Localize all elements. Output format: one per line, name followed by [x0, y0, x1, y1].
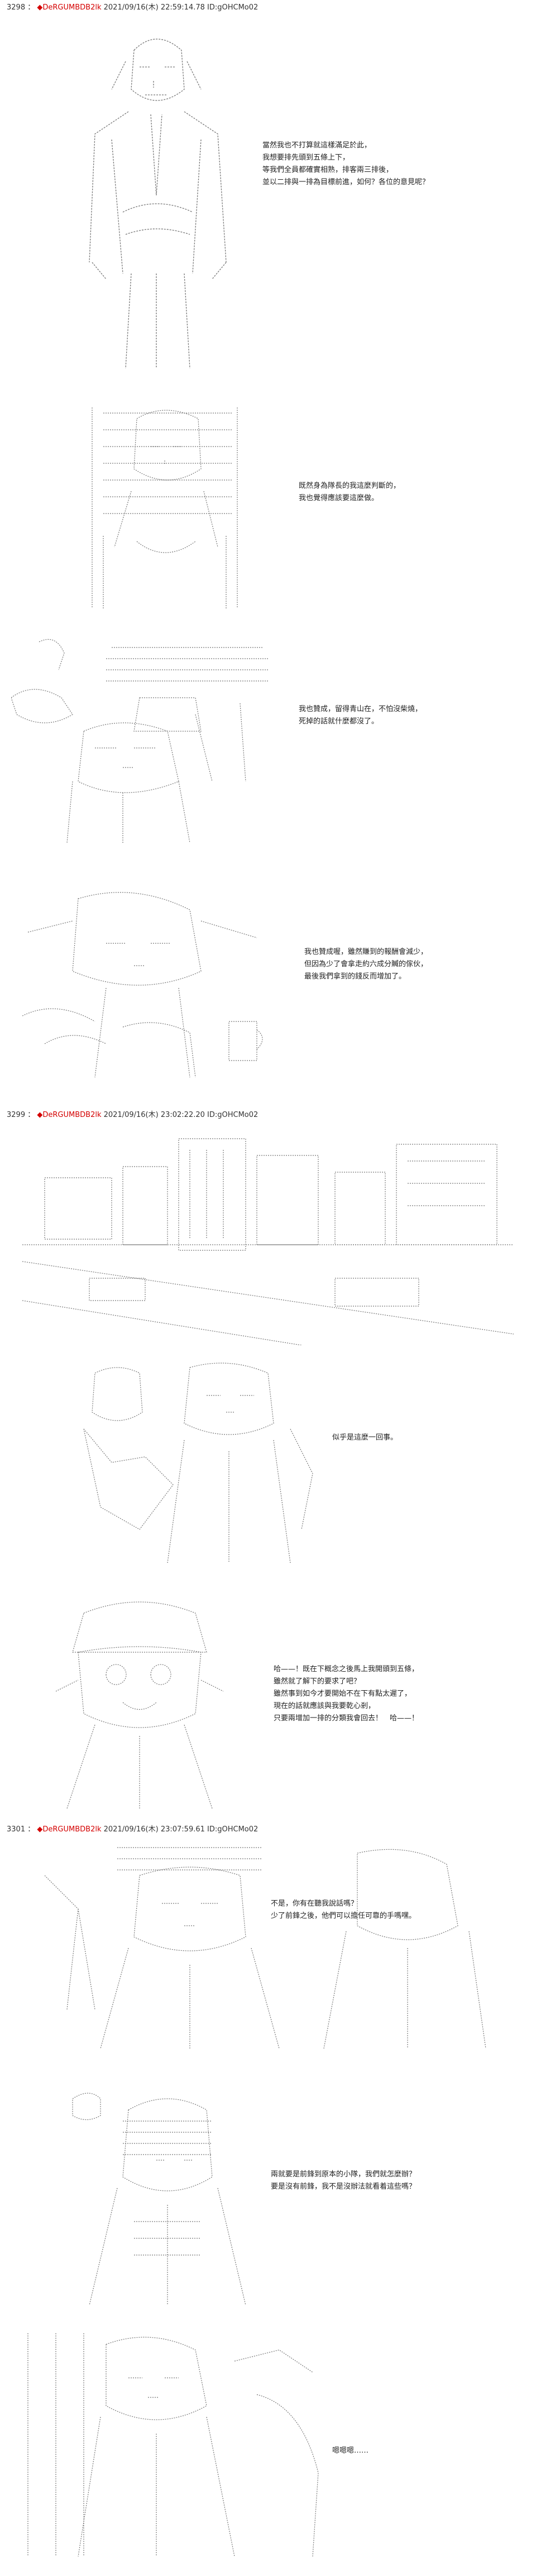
- post-meta: 2021/09/16(木) 23:07:59.61 ID:gOHCMo02: [103, 1825, 259, 1834]
- post-meta: 2021/09/16(木) 22:59:14.78 ID:gOHCMo02: [103, 3, 259, 12]
- dialogue-line: 只要兩增加一排的分類我會回去！ 哈——！: [274, 1714, 419, 1723]
- dialogue-line: 我想要排先頭到五條上下，: [262, 153, 350, 162]
- panel: 兩就要是前鋒到原本的小隊，我們就怎麼辦？ 要是沒有前鋒，我不是沒辦法就看着這些嗎…: [0, 2065, 536, 2316]
- dialogue-line: 哈——！既在下概念之後馬上我開頭到五條，: [274, 1665, 419, 1673]
- panel: 似乎是這麼一回事。: [0, 1356, 536, 1574]
- dialogue-line: 雖然就了解下的要求了吧？: [274, 1677, 361, 1686]
- dialogue: 不是，你有在聽我說話嗎？ 少了前鋒之後，他們可以擔任可靠的手嗎嘿。: [271, 1898, 416, 1922]
- ascii-art-two-characters: [45, 1842, 491, 2054]
- panel: 當然我也不打算就這樣滿足於此， 我想要排先頭到五條上下， 等我們全員都確實相熟，…: [0, 22, 536, 380]
- dialogue-line: 嗯嗯嗯……: [332, 2447, 369, 2455]
- ascii-art-character-with-mug: [11, 888, 279, 1088]
- dialogue: 我也贊成，留得青山在，不怕沒柴燒， 死掉的話就什麼都沒了。: [299, 703, 422, 728]
- dialogue-line: 雖然事到如今才要開始不在下有點太遲了，: [274, 1690, 412, 1698]
- panel: [0, 1128, 536, 1351]
- panel: 嗯嗯嗯……: [0, 2322, 536, 2568]
- dialogue: 當然我也不打算就這樣滿足於此， 我想要排先頭到五條上下， 等我們全員都確實相熟，…: [262, 140, 429, 189]
- panel: 不是，你有在聽我說話嗎？ 少了前鋒之後，他們可以擔任可靠的手嗎嘿。: [0, 1839, 536, 2057]
- dialogue-line: 不是，你有在聽我說話嗎？: [271, 1899, 358, 1908]
- dialogue-line: 似乎是這麼一回事。: [332, 1433, 398, 1442]
- panel: 我也贊成，留得青山在，不怕沒柴燒， 死掉的話就什麼都沒了。: [0, 625, 536, 848]
- dialogue: 嗯嗯嗯……: [332, 2445, 368, 2457]
- dialogue-line: 現在的話就應該與我要乾心剎，: [274, 1702, 376, 1710]
- post-header: 3299 ： ◆DeRGUMBDB2lk 2021/09/16(木) 23:02…: [7, 1111, 259, 1119]
- trip-diamond-icon: ◆: [37, 1825, 43, 1834]
- dialogue-line: 我也覺得應該要這麼做。: [299, 494, 379, 502]
- ascii-art-standing-man: [73, 28, 240, 374]
- dialogue: 兩就要是前鋒到原本的小隊，我們就怎麼辦？ 要是沒有前鋒，我不是沒辦法就看着這些嗎…: [271, 2169, 416, 2193]
- ascii-art-corner-figure: [22, 2328, 324, 2562]
- ascii-art-excited-character: [45, 1596, 234, 1814]
- dialogue-line: 最後我們拿到的錢反而增加了。: [304, 972, 406, 981]
- dialogue-line: 要是沒有前鋒，我不是沒辦法就看着這些嗎？: [271, 2182, 417, 2191]
- dialogue-line: 並以二排與一排為目標前進，如何？各位的意見呢？: [262, 178, 430, 186]
- post-meta: 2021/09/16(木) 23:02:22.20 ID:gOHCMo02: [103, 1111, 259, 1119]
- post-header: 3298 ： ◆DeRGUMBDB2lk 2021/09/16(木) 22:59…: [7, 3, 259, 12]
- trip-diamond-icon: ◆: [37, 3, 43, 12]
- post-number: 3301: [7, 1825, 26, 1834]
- ascii-art-city-skyline: [22, 1133, 514, 1345]
- dialogue-line: 死掉的話就什麼都沒了。: [299, 717, 379, 726]
- poster-name[interactable]: DeRGUMBDB2lk: [42, 1825, 102, 1834]
- post-header: 3301 ： ◆DeRGUMBDB2lk 2021/09/16(木) 23:07…: [7, 1825, 259, 1834]
- post-number: 3298: [7, 3, 26, 12]
- dialogue-line: 我也贊成，留得青山在，不怕沒柴燒，: [299, 705, 423, 713]
- dialogue-line: 既然身為隊長的我這麼判斷的，: [299, 482, 401, 490]
- ascii-art-hooded-figure: [67, 2076, 257, 2311]
- ascii-art-group: [78, 1362, 324, 1568]
- dialogue-line: 但因為少了會拿走約六成分贓的傢伙，: [304, 960, 428, 968]
- panel: 我也贊成喔，雖然賺到的報酬會減少， 但因為少了會拿走約六成分贓的傢伙， 最後我們…: [0, 854, 536, 1094]
- dialogue: 似乎是這麼一回事。: [332, 1432, 398, 1444]
- ascii-art-girl: [70, 396, 254, 614]
- dialogue: 既然身為隊長的我這麼判斷的， 我也覺得應該要這麼做。: [299, 480, 400, 505]
- dialogue: 哈——！既在下概念之後馬上我開頭到五條， 雖然就了解下的要求了吧？ 雖然事到如今…: [274, 1663, 419, 1725]
- panel: 哈——！既在下概念之後馬上我開頭到五條， 雖然就了解下的要求了吧？ 雖然事到如今…: [0, 1580, 536, 1820]
- trip-diamond-icon: ◆: [37, 1111, 43, 1119]
- dialogue-line: 我也贊成喔，雖然賺到的報酬會減少，: [304, 948, 428, 956]
- post-number: 3299: [7, 1111, 26, 1119]
- panel: 既然身為隊長的我這麼判斷的， 我也覺得應該要這麼做。: [0, 385, 536, 620]
- dialogue-line: 少了前鋒之後，他們可以擔任可靠的手嗎嘿。: [271, 1912, 417, 1920]
- dialogue-line: 當然我也不打算就這樣滿足於此，: [262, 141, 372, 150]
- poster-name[interactable]: DeRGUMBDB2lk: [42, 1111, 102, 1119]
- poster-name[interactable]: DeRGUMBDB2lk: [42, 3, 102, 12]
- ascii-art-horned-characters: [11, 636, 279, 843]
- dialogue-line: 兩就要是前鋒到原本的小隊，我們就怎麼辦？: [271, 2170, 417, 2179]
- dialogue: 我也贊成喔，雖然賺到的報酬會減少， 但因為少了會拿走約六成分贓的傢伙， 最後我們…: [304, 946, 428, 983]
- dialogue-line: 等我們全員都確實相熟，排客兩三排後，: [262, 166, 394, 174]
